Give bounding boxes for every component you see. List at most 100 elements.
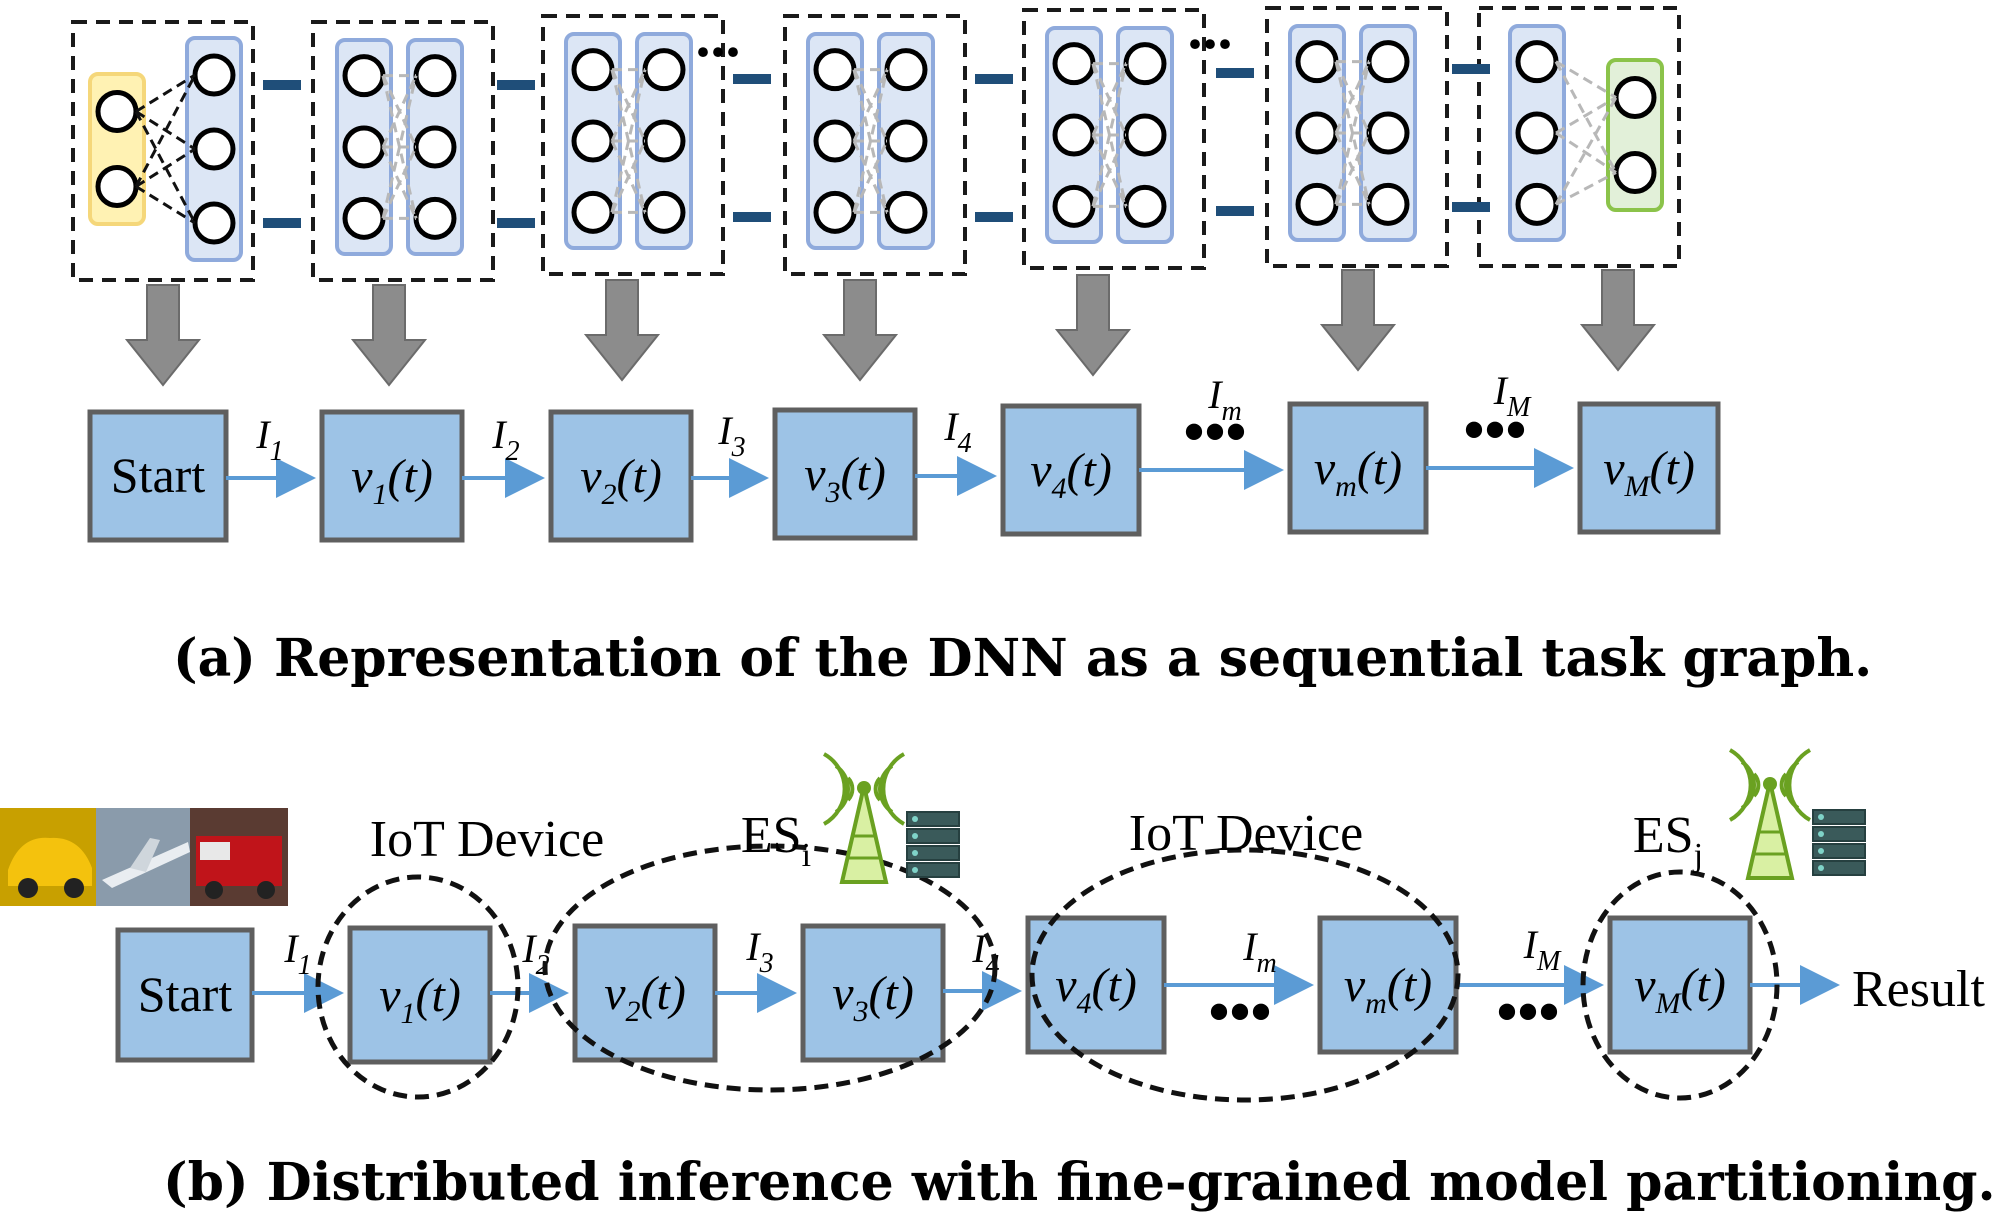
- task-node-b: [572, 923, 718, 1063]
- server-unit: [906, 862, 960, 878]
- node-label-b-main: v: [604, 967, 626, 1020]
- server-icon: [906, 811, 960, 878]
- edge-label-a-main: I: [1493, 368, 1509, 413]
- neuron: [1515, 111, 1559, 155]
- group-label: IoT Device: [1129, 805, 1363, 862]
- edge-label-a: I4: [943, 404, 971, 459]
- node-label-b-suffix: (t): [641, 967, 686, 1020]
- block-arrow: [124, 284, 202, 387]
- neuron: [1366, 111, 1410, 155]
- neuron: [1123, 184, 1167, 228]
- connection: [134, 110, 197, 224]
- node-label-b-suffix: (t): [869, 967, 914, 1020]
- group-label: ESj: [1633, 807, 1703, 874]
- connector-bar: [1452, 202, 1490, 212]
- edge-label-a-sub: 4: [958, 428, 972, 459]
- server-led: [912, 850, 918, 856]
- connection: [1091, 134, 1128, 207]
- connector-bar: [263, 218, 301, 228]
- neuron: [1123, 113, 1167, 157]
- connector-bar: [975, 212, 1013, 222]
- node-label-b-main: v: [1344, 959, 1366, 1012]
- connection: [1554, 60, 1618, 174]
- neuron: [813, 190, 857, 234]
- neuron: [571, 190, 615, 234]
- group-label-main: ES: [741, 807, 802, 864]
- group-label-main: IoT Device: [370, 811, 604, 868]
- block-arrows: [124, 269, 1657, 387]
- edge-label-a: Im: [1207, 372, 1242, 427]
- neuron: [413, 54, 457, 98]
- layer-frame: [311, 20, 495, 282]
- node-label-b-main: v: [379, 969, 401, 1022]
- node-label-b-suffix: (t): [416, 969, 461, 1022]
- neuron: [342, 196, 386, 240]
- block-arrow: [821, 279, 899, 382]
- neuron: [342, 125, 386, 169]
- neuron: [571, 48, 615, 92]
- graph-ellipsis-a: •••: [1183, 399, 1246, 465]
- layer-ellipsis: ...: [696, 3, 741, 69]
- node-label-a-sub: m: [1335, 470, 1357, 503]
- edge-label-b: I1: [283, 926, 311, 981]
- neuron: [1515, 40, 1559, 84]
- edge-label-a-main: I: [1207, 372, 1223, 417]
- connection: [381, 75, 418, 148]
- task-node-b: [800, 923, 946, 1063]
- node-label-a: v3(t): [804, 448, 886, 509]
- connection: [1091, 63, 1128, 136]
- connector-bar: [733, 74, 771, 84]
- server-led: [1818, 831, 1824, 837]
- server-unit: [1812, 809, 1866, 825]
- neuron: [95, 165, 139, 208]
- node-label-b-main: v: [1055, 959, 1077, 1012]
- neuron: [342, 54, 386, 98]
- edge-label-a-sub: M: [1506, 392, 1532, 423]
- neuron: [884, 190, 928, 234]
- task-node-a: [319, 409, 465, 543]
- connector-bar: [975, 74, 1013, 84]
- airplane-wing: [130, 838, 160, 872]
- caption-b: (b) Distributed inference with fine-grai…: [163, 1152, 1996, 1213]
- neuron: [413, 196, 457, 240]
- node-label-a-suffix: (t): [617, 450, 662, 503]
- server-led: [912, 867, 918, 873]
- node-label-b-sub: M: [1655, 987, 1683, 1020]
- edge-label-b-sub: 1: [298, 950, 312, 981]
- edge-label-a-main: I: [943, 404, 959, 449]
- block-arrow: [583, 279, 661, 382]
- node-label-a: v1(t): [351, 450, 433, 511]
- connection: [381, 146, 418, 219]
- connection: [610, 140, 647, 213]
- layer-frame: [541, 14, 725, 276]
- icons-b: [0, 748, 1866, 906]
- node-label-b-main: Start: [138, 966, 233, 1022]
- firetruck-wheel: [205, 881, 223, 899]
- edge-label-a-sub: m: [1222, 396, 1242, 427]
- connection: [1554, 96, 1618, 206]
- node-label-b-main: v: [832, 967, 854, 1020]
- node-label-a-sub: 3: [825, 476, 841, 509]
- node-label-a-sub: 1: [373, 478, 388, 511]
- task-node-b: [1607, 915, 1753, 1055]
- antenna-tower-icon: [1728, 748, 1812, 880]
- antenna-tower-icon: [822, 752, 906, 884]
- connection: [852, 69, 889, 213]
- edge-label-b-sub: m: [1257, 948, 1277, 979]
- neuron: [884, 48, 928, 92]
- block-arrow: [350, 284, 428, 387]
- connector-bar: [497, 218, 535, 228]
- neuron: [1123, 42, 1167, 86]
- server-unit: [906, 845, 960, 861]
- connection: [610, 69, 647, 213]
- partition-ellipse: [1580, 869, 1780, 1101]
- edge-label-a-sub: 2: [506, 436, 520, 467]
- server-led: [1818, 865, 1824, 871]
- connection: [1555, 60, 1617, 99]
- partition-ellipse: [1029, 847, 1461, 1103]
- node-label-a-main: v: [804, 448, 826, 501]
- signal-wave: [1728, 748, 1753, 822]
- neuron: [1366, 182, 1410, 226]
